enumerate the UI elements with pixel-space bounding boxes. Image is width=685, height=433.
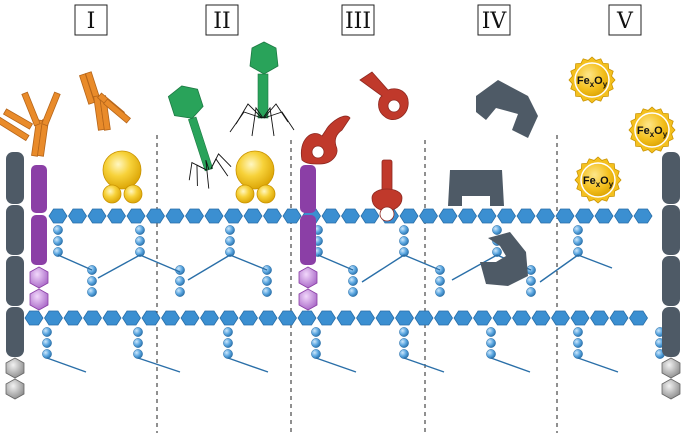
- np-o: O: [594, 75, 603, 87]
- aptamer-bound-receptor: [300, 115, 351, 165]
- zone-label-4: IV: [477, 4, 511, 36]
- iron-oxide-nanoparticle: FexOy: [568, 56, 616, 104]
- crosslink: [490, 357, 531, 373]
- np-x: x: [650, 130, 655, 139]
- crosslink: [577, 254, 613, 269]
- surface-receptor-left: [29, 165, 49, 311]
- imprint-embedded: [480, 232, 528, 286]
- bacteriophages: [167, 41, 295, 189]
- bacteriophage-left: [167, 85, 232, 189]
- crosslink: [139, 254, 181, 273]
- peptide-chain: [399, 327, 409, 359]
- aptamer-free: [359, 71, 409, 120]
- peptide-chain: [526, 265, 536, 297]
- peptide-chain: [573, 225, 583, 257]
- peptide-chain: [133, 327, 143, 359]
- nanoparticle-label: FexOy: [577, 75, 608, 89]
- wall-protein-left: [5, 152, 25, 400]
- nanoparticle-label: FexOy: [583, 175, 614, 189]
- peptidoglycan-layer: [24, 208, 665, 373]
- np-y: y: [603, 80, 608, 89]
- crosslink: [97, 254, 141, 279]
- peptide-chain: [486, 327, 496, 359]
- antibodies: [0, 71, 131, 157]
- nanoparticle-label: FexOy: [637, 125, 668, 139]
- aptamers: [300, 71, 409, 222]
- np-x: x: [590, 80, 595, 89]
- zone-label-2: II: [205, 4, 239, 36]
- zone-label-text: IV: [482, 9, 508, 34]
- peptide-chain: [262, 265, 272, 297]
- peptide-chain: [225, 225, 235, 257]
- peptide-chain: [399, 225, 409, 257]
- crosslink: [361, 254, 405, 283]
- crosslink: [403, 254, 441, 271]
- crosslink: [227, 357, 269, 373]
- zone-label-5: V: [608, 4, 642, 36]
- peptide-chain: [311, 327, 321, 359]
- np-fe: Fe: [583, 175, 596, 187]
- crosslink: [577, 357, 619, 373]
- bacteriophage-right: [229, 41, 295, 137]
- np-fe: Fe: [577, 75, 590, 87]
- peptide-chain: [42, 327, 52, 359]
- imprint-bound-surface: [448, 170, 504, 206]
- aptamer-bound-wall: [371, 159, 403, 222]
- surface-receptor-zone-iii: [298, 165, 318, 311]
- zone-label-text: I: [87, 9, 96, 34]
- crosslink: [539, 254, 579, 283]
- wall-protein-right: [661, 152, 681, 400]
- zone-separators: [156, 135, 558, 433]
- zone-label-3: III: [341, 4, 375, 36]
- antibody-left: [0, 91, 61, 157]
- iron-oxide-nanoparticle: FexOy: [574, 156, 622, 204]
- crosslink: [229, 254, 268, 271]
- zone-label-text: II: [213, 9, 230, 34]
- lectins: [102, 150, 276, 204]
- np-o: O: [654, 125, 663, 137]
- peptide-chain: [135, 225, 145, 257]
- peptide-chain: [348, 265, 358, 297]
- crosslink: [403, 357, 445, 373]
- iron-oxide-nanoparticle: FexOy: [628, 106, 676, 154]
- np-fe: Fe: [637, 125, 650, 137]
- np-o: O: [600, 175, 609, 187]
- peptide-chain: [223, 327, 233, 359]
- lectin: [102, 150, 143, 204]
- zone-label-text: V: [616, 9, 634, 34]
- peptide-chain: [573, 327, 583, 359]
- np-y: y: [663, 130, 668, 139]
- crosslink: [46, 357, 87, 373]
- molecular-imprints: [448, 80, 538, 286]
- peptide-chain: [53, 225, 63, 257]
- np-y: y: [609, 180, 614, 189]
- zone-label-1: I: [74, 4, 108, 36]
- np-x: x: [596, 180, 601, 189]
- zone-label-text: III: [345, 9, 371, 34]
- antibody-right: [79, 71, 131, 131]
- peptide-chain: [175, 265, 185, 297]
- crosslink: [57, 254, 93, 271]
- peptide-chain: [435, 265, 445, 297]
- crosslink: [137, 357, 181, 373]
- imprint-free: [476, 80, 538, 138]
- crosslink: [187, 254, 231, 281]
- crosslink: [317, 254, 354, 271]
- crosslink: [315, 357, 357, 373]
- glycan-strand: [48, 208, 653, 224]
- glycan-strand: [24, 310, 648, 326]
- lectin: [235, 150, 276, 204]
- crosslink: [451, 254, 498, 281]
- peptide-chain: [87, 265, 97, 297]
